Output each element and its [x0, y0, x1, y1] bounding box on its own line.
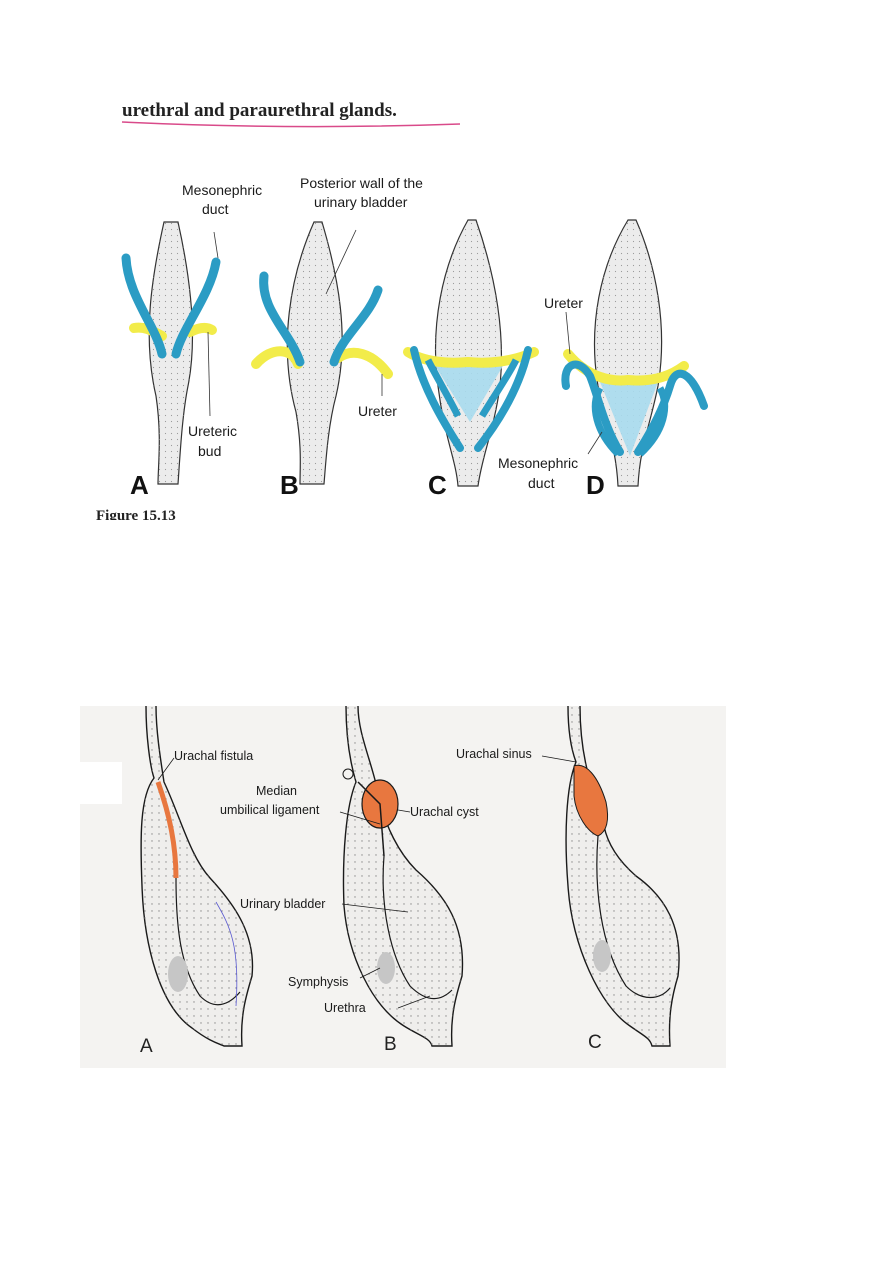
label-ureter-d: Ureter	[544, 295, 583, 311]
label-urachal-cyst: Urachal cyst	[410, 805, 479, 819]
bladder-a	[148, 221, 194, 485]
bladder-d	[593, 219, 663, 487]
symphysis-b	[377, 952, 395, 984]
bladder-b	[286, 221, 343, 485]
label-posterior-wall-2: urinary bladder	[314, 194, 408, 210]
panel-letter-c-top: C	[428, 470, 447, 500]
ureter-c	[403, 347, 539, 368]
label-ureteric-bud-2: bud	[198, 443, 221, 459]
label-urachal-sinus: Urachal sinus	[456, 747, 532, 761]
diagram-c	[565, 706, 680, 1047]
leader-symphysis	[359, 967, 381, 979]
symphysis-c	[593, 940, 611, 972]
leader-urachal-sinus	[541, 755, 577, 763]
panel-letter-a-top: A	[130, 470, 149, 500]
urachal-fistula-channel	[155, 781, 179, 879]
diagram-a	[140, 706, 254, 1047]
trigone-d	[600, 382, 658, 456]
panel-letter-b-bottom: B	[384, 1034, 397, 1055]
panel-letter-c-bottom: C	[588, 1032, 602, 1053]
label-median-umbilical-1: Median	[256, 784, 297, 798]
urachal-sinus-shape	[573, 764, 609, 837]
median-umbilical-ligament	[357, 781, 385, 857]
leader-ureteric-bud	[207, 331, 211, 417]
label-mesonephric-duct-top-1: Mesonephric	[182, 182, 262, 198]
mesonephric-duct-inner-right-d	[637, 386, 669, 457]
mesonephric-duct-left-d	[561, 360, 624, 456]
cropped-heading: urethral and paraurethral glands.	[122, 100, 397, 121]
panel-letter-b-top: B	[280, 470, 299, 500]
label-median-umbilical-2: umbilical ligament	[220, 803, 320, 817]
leader-ureter-d	[565, 311, 571, 355]
bladder-c	[434, 219, 502, 487]
bladder-outline-c	[596, 835, 671, 999]
mesonephric-duct-inner-left-d	[591, 386, 621, 457]
mesonephric-duct-left-a	[121, 253, 167, 359]
mesonephric-duct-inner-left-c	[424, 358, 462, 418]
label-mesonephric-duct-bottom-2: duct	[528, 475, 555, 491]
leader-mesonephric-bottom	[587, 431, 603, 455]
scan-margin-patch	[80, 762, 122, 804]
leader-urethra	[397, 995, 431, 1009]
bladder-outline-a	[175, 877, 241, 1006]
mesonephric-duct-left-b	[259, 271, 305, 367]
heading-underline	[121, 121, 461, 128]
label-urachal-fistula: Urachal fistula	[174, 749, 253, 763]
umbilicus-b	[342, 768, 354, 780]
leader-median-umbilical	[339, 811, 381, 825]
symphysis-a	[168, 956, 188, 992]
mesonephric-duct-left-c	[410, 346, 464, 452]
mesonephric-duct-right-a	[171, 257, 221, 359]
trigone-c	[434, 364, 504, 422]
mesonephric-duct-inner-right-c	[478, 358, 520, 418]
mesonephric-duct-right-c	[474, 346, 532, 452]
panel-letter-d-top: D	[586, 470, 605, 500]
ureter-right-b	[333, 347, 393, 379]
label-ureter-b: Ureter	[358, 403, 397, 419]
leader-urachal-fistula	[157, 757, 175, 781]
label-urinary-bladder: Urinary bladder	[240, 897, 325, 911]
ureteric-bud-right-a	[185, 322, 217, 337]
leader-urinary-bladder	[341, 903, 409, 913]
diagram-b	[342, 706, 464, 1047]
label-symphysis: Symphysis	[288, 975, 348, 989]
label-posterior-wall-1: Posterior wall of the	[300, 175, 423, 191]
label-mesonephric-duct-bottom-1: Mesonephric	[498, 455, 578, 471]
figure-urachal-anomalies: Urachal fistula Median umbilical ligamen…	[80, 706, 726, 1068]
leader-posterior-wall	[325, 229, 357, 295]
bladder-outline-b	[382, 855, 453, 1000]
leader-urachal-cyst	[397, 809, 411, 813]
mesonephric-duct-right-b	[329, 285, 383, 367]
mesonephric-duct-right-d	[634, 369, 708, 456]
cropped-caption: Figure 15.13	[96, 508, 176, 520]
label-mesonephric-duct-top-2: duct	[202, 201, 229, 217]
figure-ureter-development: urethral and paraurethral glands.	[92, 96, 720, 520]
label-urethra: Urethra	[324, 1001, 366, 1015]
label-ureteric-bud-1: Ureteric	[188, 423, 237, 439]
leader-mesonephric-top	[213, 231, 219, 259]
scan-pen-line	[215, 901, 238, 1007]
panel-letter-a-bottom: A	[140, 1036, 153, 1057]
